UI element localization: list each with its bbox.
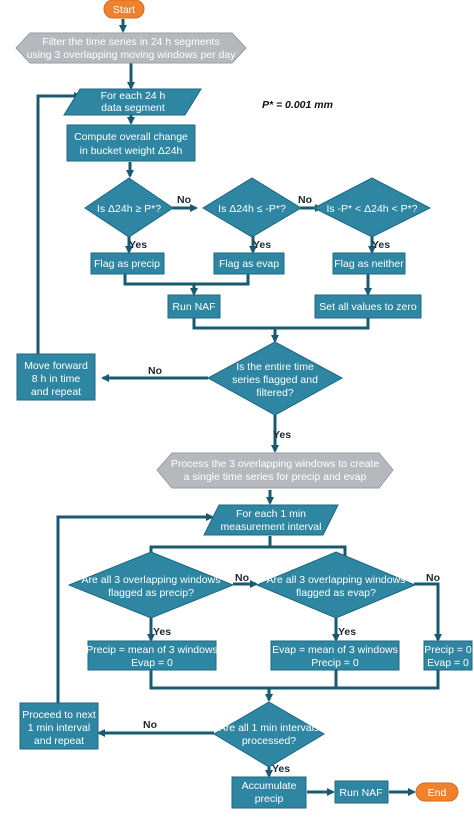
proceed-next-line3: and repeat xyxy=(34,735,84,747)
precip-mean: Precip = mean of 3 windows Evap = 0 xyxy=(86,640,218,671)
move-forward-line3: and repeat xyxy=(31,386,81,398)
run-naf-final: Run NAF xyxy=(334,780,389,804)
compute-change: Compute overall change in bucket weight … xyxy=(66,124,196,162)
label-yes-d1: Yes xyxy=(129,239,147,251)
decision-neither: Is -P* < Δ24h < P*? xyxy=(312,177,432,238)
label-yes-allevap: Yes xyxy=(338,626,356,638)
process-windows-line2: a single time series for precip and evap xyxy=(184,471,367,483)
connectors xyxy=(36,19,442,796)
move-forward-line2: 8 h in time xyxy=(32,373,81,385)
evap-mean: Evap = mean of 3 windows Precip = 0 xyxy=(270,640,400,671)
decision-precip: Is Δ24h ≥ P*? xyxy=(84,177,174,238)
end-terminal: End xyxy=(415,782,459,802)
label-no-intervals: No xyxy=(143,719,157,731)
compute-change-line2: in bucket weight Δ24h xyxy=(80,145,183,157)
decision-evap-label: Is Δ24h ≤ -P*? xyxy=(218,203,286,215)
edge-labels: No No Yes Yes Yes No Yes No No Yes Yes N… xyxy=(129,194,440,775)
threshold-constant: P* = 0.001 mm xyxy=(262,99,333,111)
set-zero-label: Set all values to zero xyxy=(319,301,417,313)
filter-step-line1: Filter the time series in 24 h segments xyxy=(42,36,219,48)
label-no-allprecip: No xyxy=(235,572,249,584)
accumulate-precip: Accumulate precip xyxy=(231,776,307,809)
accumulate-line1: Accumulate xyxy=(242,780,297,792)
flag-evap-label: Flag as evap xyxy=(219,258,279,270)
filter-step-line2: using 3 overlapping moving windows per d… xyxy=(27,49,237,61)
decision-all-evap-line1: Are all 3 overlapping windows xyxy=(267,574,406,586)
move-forward-line1: Move forward xyxy=(24,360,88,372)
proceed-next-line2: 1 min interval xyxy=(28,722,90,734)
proceed-next: Proceed to next 1 min interval and repea… xyxy=(19,702,99,750)
decision-neither-label: Is -P* < Δ24h < P*? xyxy=(326,203,417,215)
both-zero-line1: Precip = 0 xyxy=(424,644,472,656)
set-zero: Set all values to zero xyxy=(314,294,422,319)
run-naf-label: Run NAF xyxy=(172,301,215,313)
precip-mean-line1: Precip = mean of 3 windows xyxy=(86,644,218,656)
label-yes-intervals: Yes xyxy=(272,763,290,775)
decision-intervals: Are all 1 min intervals processed? xyxy=(213,701,325,768)
proceed-next-line1: Proceed to next xyxy=(22,709,96,721)
start-terminal: Start xyxy=(103,0,145,19)
decision-all-precip-line2: flagged as precip? xyxy=(108,587,194,599)
decision-intervals-line1: Are all 1 min intervals xyxy=(219,722,319,734)
flag-neither: Flag as neither xyxy=(332,252,406,275)
edge-proceed-loop xyxy=(56,513,214,703)
precip-mean-line2: Evap = 0 xyxy=(131,657,173,669)
decision-all-evap-line2: flagged as evap? xyxy=(296,587,376,599)
label-yes-allprecip: Yes xyxy=(153,626,171,638)
flag-precip: Flag as precip xyxy=(90,252,165,275)
end-label: End xyxy=(428,787,447,799)
filter-step: Filter the time series in 24 h segments … xyxy=(15,32,247,64)
both-zero-line2: Evap = 0 xyxy=(427,657,469,669)
edge-join-flags xyxy=(123,274,250,286)
process-windows: Process the 3 overlapping windows to cre… xyxy=(156,452,394,489)
edge-moveforward-loop xyxy=(36,92,82,354)
compute-change-line1: Compute overall change xyxy=(74,131,188,143)
decision-filtered-line3: filtered? xyxy=(256,387,294,399)
edge-allevap-bothzero-no xyxy=(414,582,442,642)
decision-evap: Is Δ24h ≤ -P*? xyxy=(202,177,302,238)
label-yes-d3: Yes xyxy=(372,239,390,251)
both-zero: Precip = 0 Evap = 0 xyxy=(423,640,473,671)
evap-mean-line1: Evap = mean of 3 windows xyxy=(272,644,398,656)
label-yes-d2: Yes xyxy=(253,239,271,251)
label-yes-filtered: Yes xyxy=(273,429,291,441)
label-no-filtered: No xyxy=(148,365,162,377)
evap-mean-line2: Precip = 0 xyxy=(311,657,359,669)
segment-loop-line2: data segment xyxy=(101,102,165,114)
move-forward: Move forward 8 h in time and repeat xyxy=(16,353,96,401)
flag-neither-label: Flag as neither xyxy=(334,258,404,270)
run-naf: Run NAF xyxy=(167,294,221,319)
segment-loop: For each 24 h data segment xyxy=(63,88,202,116)
label-no-allevap: No xyxy=(426,572,440,584)
edge-join-results xyxy=(149,670,440,690)
decision-intervals-line2: processed? xyxy=(242,735,296,747)
decision-filtered-line2: series flagged and xyxy=(232,374,318,386)
interval-loop: For each 1 min measurement interval xyxy=(203,504,339,536)
decision-filtered: Is the entire time series flagged and fi… xyxy=(206,341,344,416)
interval-loop-line2: measurement interval xyxy=(221,521,322,533)
label-no-d2: No xyxy=(298,194,312,206)
accumulate-line2: precip xyxy=(255,793,284,805)
decision-filtered-line1: Is the entire time xyxy=(236,361,314,373)
decision-all-precip-line1: Are all 3 overlapping windows xyxy=(82,574,221,586)
run-naf-final-label: Run NAF xyxy=(339,787,382,799)
label-no-d1: No xyxy=(177,194,191,206)
flag-evap: Flag as evap xyxy=(213,252,285,275)
process-windows-line1: Process the 3 overlapping windows to cre… xyxy=(171,458,380,470)
decision-precip-label: Is Δ24h ≥ P*? xyxy=(97,203,161,215)
decision-all-evap: Are all 3 overlapping windows flagged as… xyxy=(255,551,417,619)
decision-all-precip: Are all 3 overlapping windows flagged as… xyxy=(67,551,235,619)
start-label: Start xyxy=(113,4,135,16)
segment-loop-line1: For each 24 h xyxy=(101,90,166,102)
interval-loop-line1: For each 1 min xyxy=(236,508,306,520)
edge-join-naf-zero xyxy=(192,318,370,330)
flag-precip-label: Flag as precip xyxy=(94,258,160,270)
